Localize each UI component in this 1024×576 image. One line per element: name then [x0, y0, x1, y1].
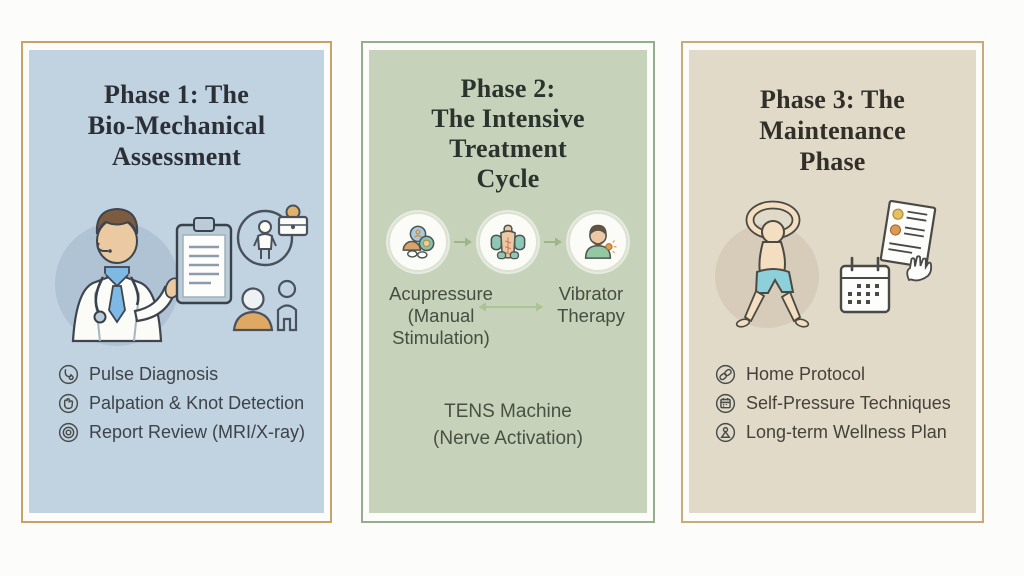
doctor-illustration	[37, 186, 317, 359]
tens-machine-label: TENS Machine (Nerve Activation)	[433, 401, 583, 449]
vibration-therapy-icon	[568, 212, 628, 272]
flow-arrow-icon	[454, 237, 472, 247]
list-item: Palpation & Knot Detection	[58, 393, 305, 414]
phase-2-title: Phase 2: The Intensive Treatment Cycle	[369, 74, 647, 194]
title-line: Phase 1: The	[104, 80, 249, 109]
list-item-label: Self-Pressure Techniques	[746, 393, 951, 413]
pointing-hand-icon	[905, 255, 932, 282]
wellness-person-icon	[715, 422, 736, 443]
list-item: Self-Pressure Techniques	[715, 393, 951, 414]
list-item-label: Home Protocol	[746, 364, 866, 384]
phase-3-title: Phase 3: The Maintenance Phase	[689, 84, 976, 177]
title-line: Phase 2:	[460, 74, 556, 103]
back-massage-icon	[478, 212, 538, 272]
phase-3-panel: Phase 3: The Maintenance Phase	[689, 50, 976, 513]
phase-1-list: Pulse Diagnosis Palpation & Knot Detecti…	[58, 364, 305, 451]
title-line: Phase 3: The	[760, 85, 905, 114]
title-line: The Intensive	[431, 104, 585, 133]
phase-1-panel: Phase 1: The Bio-Mechanical Assessment	[29, 50, 324, 513]
stethoscope-icon	[58, 364, 79, 385]
phase-3-card: Phase 3: The Maintenance Phase	[681, 41, 984, 523]
list-item-label: Report Review (MRI/X-ray)	[89, 422, 306, 442]
title-line: Maintenance	[759, 116, 906, 145]
list-item-label: Long-term Wellness Plan	[746, 422, 947, 442]
phase-2-panel: Phase 2: The Intensive Treatment Cycle	[369, 50, 647, 513]
vibrator-therapy-label: Vibrator Therapy	[557, 283, 625, 326]
two-people-icon	[232, 279, 297, 332]
list-item: Home Protocol	[715, 364, 951, 385]
acupressure-hands-icon	[388, 212, 448, 272]
calendar-icon	[715, 393, 736, 414]
title-line: Phase	[799, 147, 866, 176]
phase-1-title: Phase 1: The Bio-Mechanical Assessment	[29, 79, 324, 172]
list-item: Long-term Wellness Plan	[715, 422, 951, 443]
phase-3-list: Home Protocol Self-Pressure Techniques	[715, 364, 951, 451]
list-item-label: Pulse Diagnosis	[89, 364, 219, 384]
target-rings-icon	[58, 422, 79, 443]
plan-document-icon	[879, 199, 936, 269]
phase-1-card: Phase 1: The Bio-Mechanical Assessment	[21, 41, 332, 523]
list-item: Report Review (MRI/X-ray)	[58, 422, 305, 443]
phase-2-card: Phase 2: The Intensive Treatment Cycle	[361, 41, 655, 523]
calendar-illustration-icon	[839, 256, 890, 314]
title-line: Cycle	[476, 164, 540, 193]
list-item: Pulse Diagnosis	[58, 364, 305, 385]
title-line: Assessment	[111, 142, 242, 171]
flow-arrow-icon	[544, 237, 562, 247]
acupressure-label: Acupressure (Manual Stimulation)	[389, 283, 493, 348]
double-arrow-icon	[478, 302, 544, 312]
flow-labels: Acupressure (Manual Stimulation) Vibrato…	[375, 283, 643, 349]
maintenance-illustration	[693, 196, 973, 361]
list-item-label: Palpation & Knot Detection	[89, 393, 305, 413]
palpation-hand-icon	[58, 393, 79, 414]
title-line: Bio-Mechanical	[87, 111, 266, 140]
patient-circle-icon	[236, 204, 308, 267]
title-line: Treatment	[449, 134, 567, 163]
treatment-flow	[369, 212, 647, 272]
chain-link-icon	[715, 364, 736, 385]
